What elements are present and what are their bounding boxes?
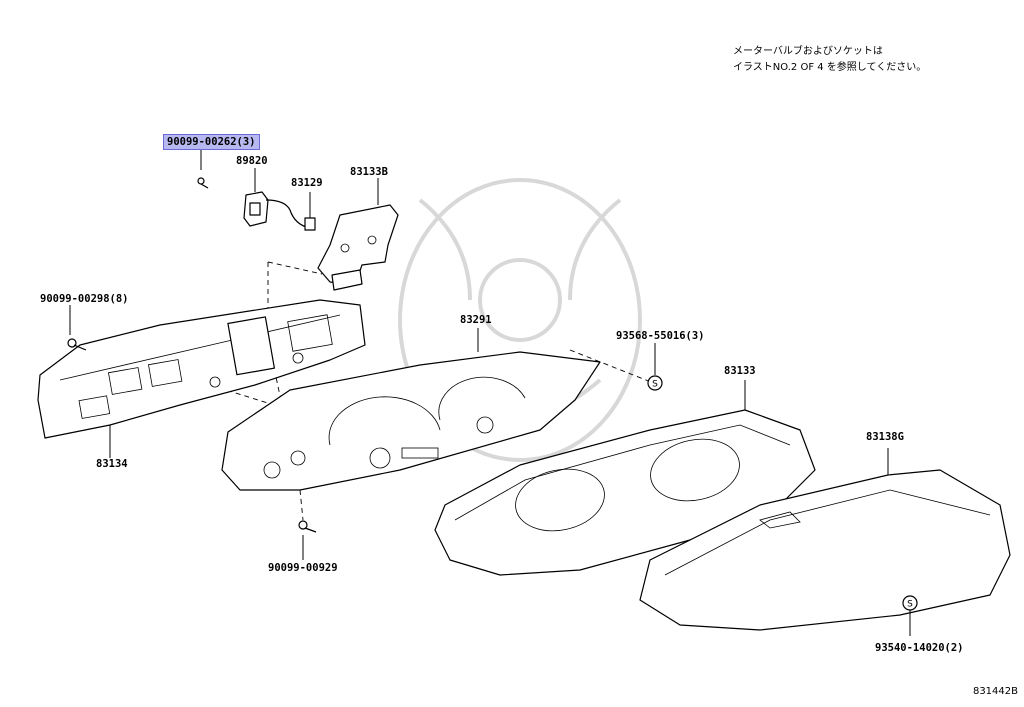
part-label-83291[interactable]: 83291 [460, 314, 492, 326]
part-label-93540-14020[interactable]: 93540-14020(2) [875, 642, 964, 654]
note-line-2: イラストNO.2 OF 4 を参照してください。 [733, 62, 927, 73]
s-mark-lower: S [902, 595, 918, 636]
part-label-93568-55016[interactable]: 93568-55016(3) [616, 330, 705, 342]
part-label-83134[interactable]: 83134 [96, 458, 128, 470]
s-mark-label: S [907, 600, 913, 610]
s-mark-upper: S [647, 343, 663, 391]
watermark-emblem [398, 178, 642, 462]
part-label-83133[interactable]: 83133 [724, 365, 756, 377]
meter-plate-part [221, 328, 601, 491]
part-label-83129[interactable]: 83129 [291, 177, 323, 189]
lens-part [639, 448, 1011, 631]
part-label-89820[interactable]: 89820 [236, 155, 268, 167]
s-mark-label: S [652, 380, 658, 390]
screw-icon [197, 150, 209, 189]
bracket-part [317, 178, 399, 291]
screw-icon [67, 305, 87, 351]
reference-note: メーターバルブおよびソケットは イラストNO.2 OF 4 を参照してください。 [733, 44, 926, 76]
part-label-83133b[interactable]: 83133B [350, 166, 388, 178]
figure-reference-code: 831442B [972, 686, 1018, 697]
sensor-harness-part [243, 168, 316, 231]
rear-housing-part [37, 299, 366, 458]
part-label-90099-00262[interactable]: 90099-00262(3) [163, 134, 260, 150]
screw-icon [298, 520, 317, 560]
part-label-90099-00929[interactable]: 90099-00929 [268, 562, 338, 574]
note-line-1: メーターバルブおよびソケットは [733, 46, 883, 57]
part-label-90099-00298[interactable]: 90099-00298(8) [40, 293, 129, 305]
part-label-83138g[interactable]: 83138G [866, 431, 904, 443]
